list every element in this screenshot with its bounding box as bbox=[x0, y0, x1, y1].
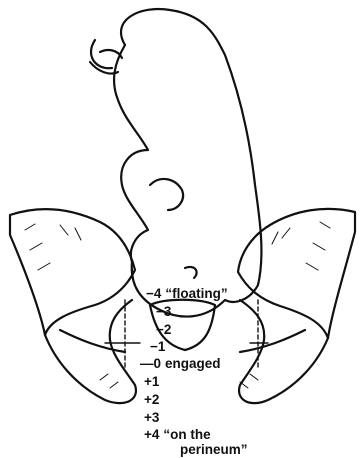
station-label-2: −2 bbox=[156, 322, 171, 337]
station-sign: −3 bbox=[156, 304, 172, 319]
station-label-5: +1 bbox=[144, 374, 160, 389]
station-note: perineum” bbox=[180, 442, 248, 457]
fetus-ear bbox=[185, 267, 197, 278]
station-sign: −2 bbox=[156, 322, 171, 337]
station-label-8: +4“on the bbox=[144, 427, 211, 442]
station-sign: +2 bbox=[144, 392, 159, 407]
station-sign: —0 bbox=[140, 356, 161, 371]
station-note: engaged bbox=[165, 356, 221, 371]
pelvis-right-ischium bbox=[239, 300, 328, 403]
station-note: “floating” bbox=[165, 286, 227, 301]
fetus-outline bbox=[114, 9, 261, 317]
station-label-7: +3 bbox=[144, 410, 160, 425]
station-label-9: perineum” bbox=[180, 442, 248, 457]
station-label-4: —0 engaged bbox=[140, 356, 221, 371]
pelvis-right-ilium bbox=[238, 209, 355, 338]
station-sign: −1 bbox=[150, 339, 166, 354]
pelvis-brim-right bbox=[240, 330, 305, 352]
station-sign: +4 bbox=[144, 427, 160, 442]
fetus-arm bbox=[150, 179, 183, 210]
station-label-1: −3 bbox=[156, 304, 172, 319]
station-label-6: +2 bbox=[144, 392, 159, 407]
station-sign: +3 bbox=[144, 410, 160, 425]
station-label-0: −4“floating” bbox=[146, 286, 228, 301]
station-note: “on the bbox=[163, 427, 211, 442]
station-labels: −4“floating” −3 −2 −1 —0 engaged +1 +2 +3 +4“on t… bbox=[140, 286, 248, 457]
fetus-feet bbox=[90, 40, 122, 74]
station-label-3: −1 bbox=[150, 339, 166, 354]
station-sign: −4 bbox=[146, 286, 162, 301]
pelvis-brim-left bbox=[60, 330, 125, 352]
station-sign: +1 bbox=[144, 374, 160, 389]
